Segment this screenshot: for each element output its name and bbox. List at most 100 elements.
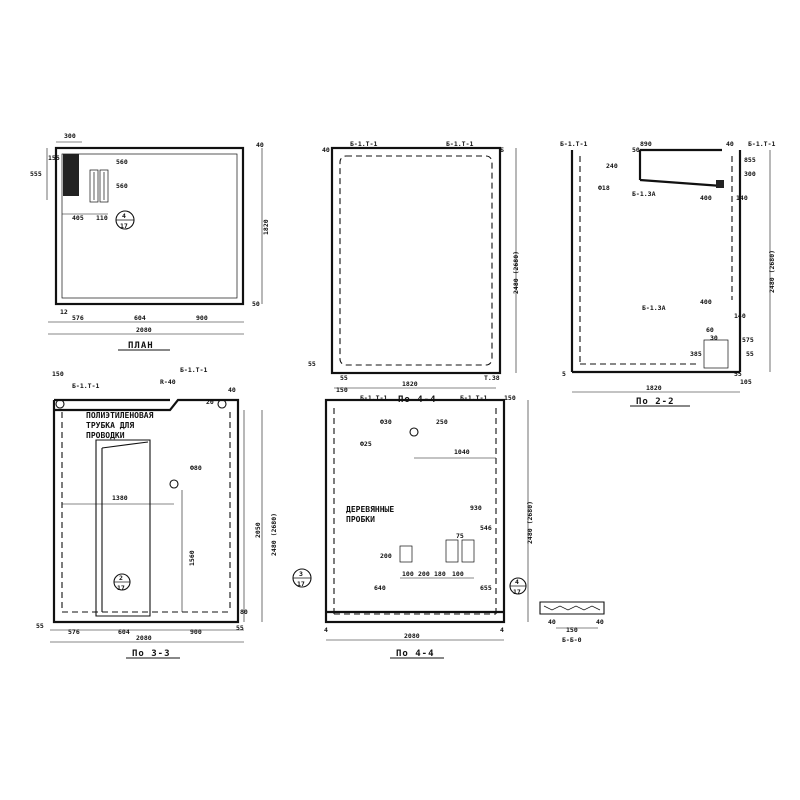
s44-dim-75: 75	[456, 532, 464, 540]
detail-dim-40b: 40	[596, 618, 604, 626]
s44-hole	[409, 427, 419, 437]
s33-title: По 3-3	[132, 649, 171, 659]
s44-title: По 4-4	[396, 649, 435, 659]
s22-dim-400b: 400	[700, 298, 712, 306]
plan-hole-2	[99, 169, 109, 203]
s22-dim-240: 240	[606, 162, 618, 170]
s11-inner	[339, 155, 493, 366]
plan-view: 300 40 555 155 560 560 405 110 4 17 1820…	[30, 132, 270, 351]
s33-dim-55: 55	[36, 622, 44, 630]
s33-s150: 150	[52, 370, 64, 378]
plan-dim-576: 576	[72, 314, 84, 322]
s44-phi30: Ф30	[380, 418, 392, 426]
s22-dim-60: 60	[706, 326, 714, 334]
s44-marker-left-den: 17	[297, 580, 305, 588]
s44-dim-4b: 4	[500, 626, 504, 634]
s44-plug-1	[399, 545, 413, 563]
s33-note-1: ПОЛИЭТИЛЕНОВАЯ	[86, 411, 154, 420]
detail-outline	[539, 601, 605, 615]
s33-note-2: ТРУБКА ДЛЯ	[86, 421, 134, 430]
s11-label-55: 55	[308, 360, 316, 368]
s33-s40: 40	[228, 386, 236, 394]
s11-label-tl: Б-1.Т-1	[350, 140, 377, 148]
detail-dim-40: 40	[548, 618, 556, 626]
s22-label-tl: Б-1.Т-1	[560, 140, 587, 148]
s44-title-inline: По 4-4	[398, 395, 437, 405]
s22-label-p2: Б-1.ЗА	[642, 304, 666, 312]
s44-dim-655: 655	[480, 584, 492, 592]
s44-s150r: 150	[504, 394, 516, 402]
s33-door	[95, 439, 151, 617]
s11-label-40: 40	[322, 146, 330, 154]
s33-dim-55r: 55	[236, 624, 244, 632]
plan-dim-405: 405	[72, 214, 84, 222]
s44-marker-right-num: 4	[515, 578, 519, 586]
plan-dim-12: 12	[60, 308, 68, 316]
plan-dim-560b: 560	[116, 182, 128, 190]
s44-dim-546: 546	[480, 524, 492, 532]
s44-outline	[324, 398, 506, 624]
plan-marker-den: 17	[120, 222, 128, 230]
s22-dim-890: 890	[640, 140, 652, 148]
detail-dim-150: 150	[566, 626, 578, 634]
s44-dim-4a: 4	[324, 626, 328, 634]
s33-dim-2080: 2080	[136, 634, 152, 642]
s11-label-t38: Т.38	[484, 374, 500, 382]
s44-dim-100b: 100	[452, 570, 464, 578]
s33-label-tr: Б-1.Т-1	[180, 366, 207, 374]
s33-label-tl: Б-1.Т-1	[72, 382, 99, 390]
s33-dim-576: 576	[68, 628, 80, 636]
plan-dim-50: 50	[252, 300, 260, 308]
s33-dim-1560: 1560	[188, 550, 196, 566]
s22-dim-300: 300	[744, 170, 756, 178]
s22-phi: Ф18	[598, 184, 610, 192]
s22-box	[703, 339, 729, 369]
s22-dim-55b: 55	[734, 370, 742, 378]
s44-dim-100: 100	[402, 570, 414, 578]
s33-dim-1380: 1380	[112, 494, 128, 502]
plan-dim-555: 555	[30, 170, 42, 178]
s44-dim-250: 250	[436, 418, 448, 426]
s44-dim-640: 640	[374, 584, 386, 592]
s44-marker-right-den: 17	[513, 588, 521, 596]
s33-pipe-hole	[169, 479, 179, 489]
s44-dim-1820: 1820	[402, 380, 418, 388]
s33-marker-num: 2	[119, 574, 123, 582]
plan-dim-300: 300	[64, 132, 76, 140]
s11-label-tr: Б-1.Т-1	[446, 140, 473, 148]
s44-dim-180: 180	[434, 570, 446, 578]
plan-dim-110: 110	[96, 214, 108, 222]
s44-s55: 55	[340, 374, 348, 382]
s44-plug-3	[461, 539, 475, 563]
s22-label-tr: Б-1.Т-1	[748, 140, 775, 148]
plan-hatch	[63, 154, 79, 196]
detail-title: Б-Б-0	[562, 636, 582, 644]
s22-dim-575: 575	[742, 336, 754, 344]
s44-note-1: ДЕРЕВЯННЫЕ	[346, 505, 394, 514]
s22-dim-30: 30	[710, 334, 718, 342]
s22-label-p1: Б-1.ЗА	[632, 190, 656, 198]
s33-s20: 20	[206, 398, 214, 406]
s44-s150: 150	[336, 386, 348, 394]
s44-label-tr: Б-1.Т-1	[460, 394, 487, 402]
s11-dim-height: 2480 (2680)	[512, 251, 520, 294]
s11-outline	[330, 146, 502, 375]
plan-dim-560a: 560	[116, 158, 128, 166]
plan-dim-r40: 40	[256, 141, 264, 149]
s33-dim-900: 900	[190, 628, 202, 636]
s44-label-tl: Б-1.Т-1	[360, 394, 387, 402]
s44-dim-930: 930	[470, 504, 482, 512]
s22-s5: 5	[562, 370, 566, 378]
section-3-3: 150 Б-1.Т-1 Б-1.Т-1 R-40 40 20 ПОЛИЭТИЛЕ…	[36, 366, 278, 659]
s44-marker-left-num: 3	[299, 570, 303, 578]
s44-note-2: ПРОБКИ	[346, 515, 375, 524]
plan-dim-604: 604	[134, 314, 146, 322]
plan-inner	[61, 153, 238, 299]
s44-dim-height: 2480 (2680)	[526, 501, 534, 544]
section-4-4: 150 55 Б-1.Т-1 Б-1.Т-1 150 По 4-4 1820 Ф…	[292, 374, 534, 659]
s33-dim-2050: 2050	[254, 522, 262, 538]
s22-dim-height: 2480 (2680)	[768, 250, 776, 293]
s33-dim-height: 2480 (2680)	[270, 513, 278, 556]
plan-dim-1820: 1820	[262, 219, 270, 235]
